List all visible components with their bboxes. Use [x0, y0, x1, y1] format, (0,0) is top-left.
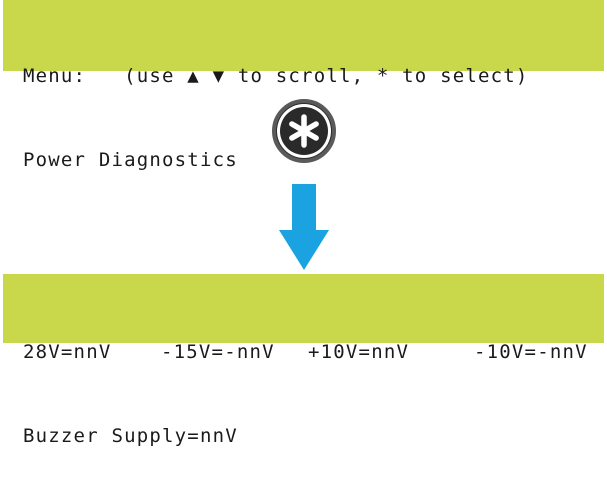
- menu-selection-line: Power Diagnostics: [23, 149, 238, 171]
- asterisk-icon: [277, 104, 331, 158]
- reading-28v: 28V=nnV: [23, 341, 112, 363]
- lcd-display-top: Menu: (use ▲ ▼ to scroll, * to select) P…: [3, 0, 604, 171]
- voltage-readings-line: 28V=nnV -15V=-nnV +10V=nnV -10V=-nnV: [23, 338, 604, 366]
- select-key-button[interactable]: [272, 99, 336, 163]
- down-arrow-icon: [279, 184, 329, 270]
- reading-plus-10v: +10V=nnV: [308, 341, 410, 363]
- buzzer-supply-line: Buzzer Supply=nnV: [23, 425, 238, 447]
- menu-instruction-line: Menu: (use ▲ ▼ to scroll, * to select): [23, 65, 529, 87]
- reading-minus-10v: -10V=-nnV: [474, 341, 588, 363]
- lcd-display-bottom: 28V=nnV -15V=-nnV +10V=nnV -10V=-nnV Buz…: [3, 274, 604, 447]
- reading-minus-15v: -15V=-nnV: [161, 341, 275, 363]
